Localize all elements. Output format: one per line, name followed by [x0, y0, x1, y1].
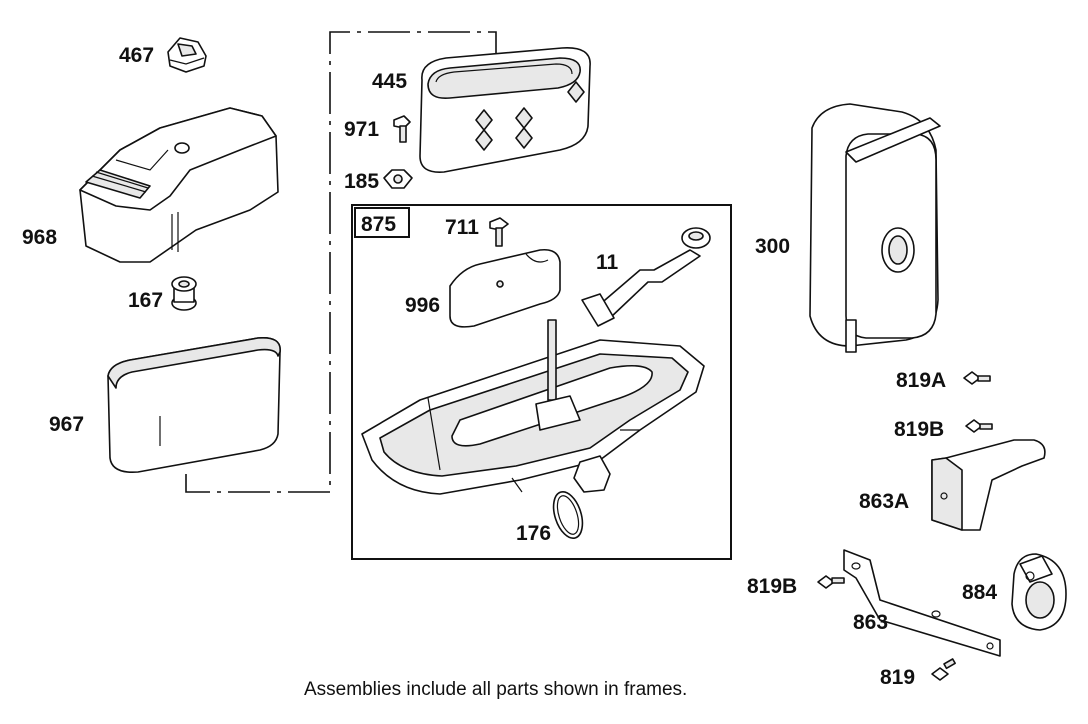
- part-968-cover: [79, 107, 279, 263]
- part-185-nut: [383, 169, 413, 189]
- part-863-strap: [843, 549, 1001, 657]
- label-968: 968: [22, 226, 57, 249]
- label-445: 445: [372, 70, 407, 93]
- label-819B-top: 819B: [894, 418, 944, 441]
- label-884: 884: [962, 581, 997, 604]
- part-167-grommet: [171, 276, 197, 311]
- assembly-875-frame: [351, 204, 732, 560]
- part-819A-bolt: [963, 371, 991, 385]
- part-11-breather-tube: [581, 227, 711, 327]
- label-11: 11: [596, 251, 619, 274]
- label-819B-bottom: 819B: [747, 575, 797, 598]
- label-711: 711: [445, 216, 479, 239]
- label-875: 875: [361, 213, 396, 236]
- part-819B-bolt-top: [965, 419, 993, 433]
- part-445-air-filter: [419, 47, 591, 173]
- part-884-clamp: [1011, 553, 1067, 631]
- label-467: 467: [119, 44, 154, 67]
- label-863: 863: [853, 611, 888, 634]
- label-971: 971: [344, 118, 379, 141]
- part-819B-bolt-bottom: [817, 575, 845, 589]
- label-167: 167: [128, 289, 163, 312]
- label-300: 300: [755, 235, 790, 258]
- part-971-bolt: [393, 115, 411, 143]
- part-711-screw: [489, 217, 509, 247]
- part-967-precleaner: [107, 336, 281, 474]
- caption: Assemblies include all parts shown in fr…: [304, 679, 687, 700]
- part-863A-bracket: [931, 439, 1046, 531]
- part-819-bolt: [931, 658, 956, 681]
- label-863A: 863A: [859, 490, 909, 513]
- label-819A: 819A: [896, 369, 946, 392]
- label-819: 819: [880, 666, 915, 689]
- part-467-knob: [167, 37, 207, 73]
- label-185: 185: [344, 170, 379, 193]
- part-176-o-ring: [552, 491, 584, 539]
- label-996: 996: [405, 294, 440, 317]
- label-967: 967: [49, 413, 84, 436]
- part-996-cover: [449, 248, 561, 328]
- part-875-base: [361, 319, 705, 495]
- assembly-leader-line: [185, 31, 497, 493]
- label-176: 176: [516, 522, 551, 545]
- part-300-muffler: [809, 103, 941, 353]
- label-875-box: [354, 207, 410, 238]
